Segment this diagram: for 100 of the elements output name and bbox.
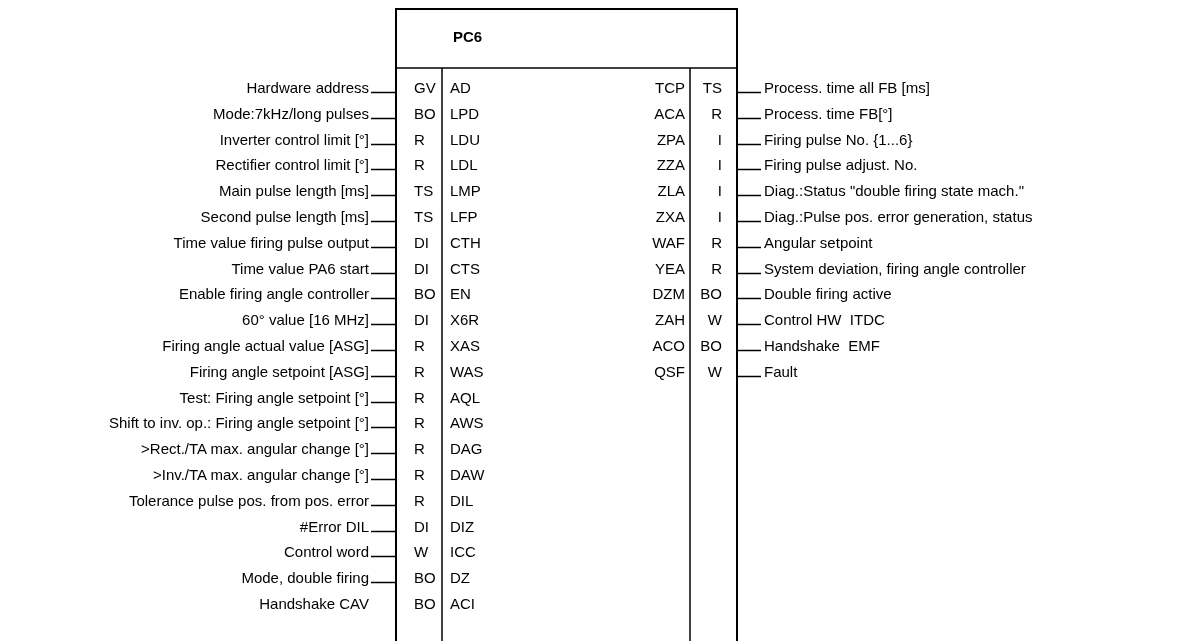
output-label: Diag.:Pulse pos. error generation, status [764, 208, 1033, 226]
pin-name: LPD [450, 104, 480, 123]
pin-name: QSF [654, 362, 685, 381]
pin-name: WAF [652, 233, 685, 252]
pin-name: DZM [652, 285, 685, 304]
pin-type: BO [414, 104, 436, 123]
input-label: Handshake CAV [259, 595, 369, 613]
pin-type: I [717, 208, 722, 226]
pin-type: R [414, 337, 425, 355]
pin-type: TS [414, 208, 434, 226]
connector-line [370, 168, 396, 171]
pin-type: R [414, 130, 425, 149]
connector-line [370, 478, 396, 481]
connector-line [370, 246, 396, 249]
pin-name: YEA [655, 259, 685, 278]
pin-name: DAW [450, 466, 485, 484]
pin-type: DI [414, 259, 429, 278]
output-label: Fault [764, 362, 798, 381]
connector-line [370, 349, 396, 352]
pin-name: XAS [450, 337, 480, 355]
pin-type: BO [700, 337, 722, 355]
input-label: Tolerance pulse pos. from pos. error [128, 491, 369, 510]
pin-type: R [414, 466, 425, 484]
input-label: Time value PA6 start [231, 259, 369, 278]
connector-line [737, 272, 762, 275]
connector-line [737, 349, 762, 352]
pin-name: DIZ [450, 517, 475, 536]
connector-line [370, 194, 396, 197]
connector-line [737, 297, 762, 300]
pin-type: R [414, 440, 425, 459]
pin-type: TS [414, 182, 434, 201]
pin-name: ACI [450, 595, 475, 613]
input-label: #Error DIL [299, 517, 369, 536]
output-label: Control HW ITDC [764, 311, 885, 330]
connector-line [370, 297, 396, 300]
pin-name: EN [450, 285, 471, 304]
input-label: Main pulse length [ms] [218, 182, 369, 201]
output-label: Process. time FB[°] [764, 104, 893, 123]
pin-type: W [707, 311, 722, 330]
pin-type: BO [414, 285, 436, 304]
connector-line [370, 91, 396, 94]
connector-line [370, 143, 396, 146]
pin-name: ACO [652, 337, 685, 355]
pin-name: ZXA [655, 208, 685, 226]
input-label: >Inv./TA max. angular change [°] [153, 466, 369, 484]
pin-type: BO [700, 285, 722, 304]
pin-type: I [717, 130, 722, 149]
pin-name: LDU [450, 130, 480, 149]
pin-type: DI [414, 311, 429, 330]
pin-name: AWS [450, 414, 484, 433]
connector-line [370, 452, 396, 455]
pin-type: DI [414, 233, 429, 252]
input-label: >Rect./TA max. angular change [°] [141, 440, 369, 459]
pin-type: R [414, 414, 425, 433]
output-label: Firing pulse No. {1...6} [764, 130, 913, 149]
connector-line [370, 323, 396, 326]
function-block [395, 8, 738, 641]
pin-type: R [414, 491, 425, 510]
pin-type: I [717, 156, 722, 175]
input-label: Shift to inv. op.: Firing angle setpoint [°] [108, 414, 369, 433]
pin-type: GV [414, 79, 436, 97]
pin-name: DIL [450, 491, 474, 510]
input-label: Time value firing pulse output [173, 233, 369, 252]
pin-name: DAG [450, 440, 483, 459]
output-label: Process. time all FB [ms] [764, 79, 930, 97]
connector-line [370, 375, 396, 378]
pin-type: I [717, 182, 722, 201]
pin-type: R [711, 233, 722, 252]
connector-line [370, 426, 396, 429]
connector-line [737, 168, 762, 171]
pin-type: DI [414, 517, 429, 536]
connector-line [737, 91, 762, 94]
pin-name: ZPA [656, 130, 685, 149]
connector-line [370, 220, 396, 223]
output-label: Double firing active [764, 285, 892, 304]
pin-name: ZZA [656, 156, 685, 175]
pin-name: DZ [450, 569, 470, 588]
connector-line [370, 117, 396, 120]
connector-line [737, 194, 762, 197]
pin-name: TCP [655, 79, 685, 97]
input-label: Rectifier control limit [°] [215, 156, 369, 175]
connector-line [370, 581, 396, 584]
pin-name: LFP [450, 208, 478, 226]
connector-line [737, 143, 762, 146]
connector-line [737, 323, 762, 326]
pin-name: CTH [450, 233, 481, 252]
pin-type: R [711, 259, 722, 278]
pin-name: CTS [450, 259, 480, 278]
input-label: Inverter control limit [°] [219, 130, 369, 149]
output-label: Handshake EMF [764, 337, 880, 355]
pin-type: BO [414, 595, 436, 613]
input-label: Test: Firing angle setpoint [°] [179, 388, 369, 407]
connector-line [737, 220, 762, 223]
connector-line [370, 272, 396, 275]
output-label: Diag.:Status "double firing state mach." [764, 182, 1024, 201]
pin-name: ZLA [657, 182, 685, 201]
input-label: Firing angle actual value [ASG] [162, 337, 369, 355]
pin-type: W [707, 362, 722, 381]
input-label: Mode, double firing [241, 569, 369, 588]
output-label: System deviation, firing angle controller [764, 259, 1026, 278]
